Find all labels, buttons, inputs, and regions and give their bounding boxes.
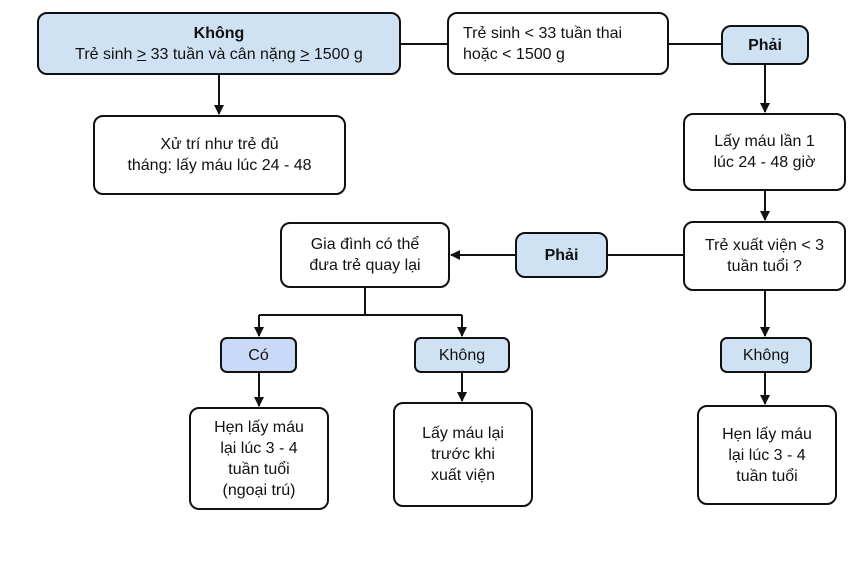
node-yes-top: Phải xyxy=(721,25,809,65)
node-text: Xử trí như trẻ đủ xyxy=(160,136,279,153)
node-text: hoặc < 1500 g xyxy=(463,45,565,63)
node-resample: Lấy máu lại trước khi xuất viện xyxy=(393,402,533,507)
node-text: (ngoại trú) xyxy=(222,481,296,499)
node-text: lại lúc 3 - 4 xyxy=(220,439,298,457)
node-yes-mid: Phải xyxy=(515,232,608,278)
node-appointment-left: Hẹn lấy máu lại lúc 3 - 4 tuần tuổi (ngo… xyxy=(189,407,329,510)
node-text: tuần tuổi xyxy=(228,460,290,478)
node-family-question: Gia đình có thể đưa trẻ quay lại xyxy=(280,222,450,288)
node-no-term: Không Trẻ sinh > 33 tuần và cân nặng > 1… xyxy=(37,12,401,75)
node-text: tuần tuổi ? xyxy=(727,258,802,275)
node-no-right: Không xyxy=(720,337,812,373)
node-text: Trẻ sinh > 33 tuần và cân nặng > 1500 g xyxy=(75,45,363,63)
node-text: đưa trẻ quay lại xyxy=(309,257,421,274)
node-text: trước khi xyxy=(431,446,495,463)
node-yes-left: Có xyxy=(220,337,297,373)
node-text: Lấy máu lại xyxy=(422,425,504,442)
node-title: Không xyxy=(193,24,245,42)
node-discharge-question: Trẻ xuất viện < 3 tuần tuổi ? xyxy=(683,221,846,291)
node-preterm: Trẻ sinh < 33 tuần thai hoặc < 1500 g xyxy=(447,12,669,75)
node-text: lại lúc 3 - 4 xyxy=(728,446,806,464)
node-first-sample: Lấy máu lần 1 lúc 24 - 48 giờ xyxy=(683,113,846,191)
node-text: tháng: lấy máu lúc 24 - 48 xyxy=(127,157,312,174)
node-text: Hẹn lấy máu xyxy=(214,418,304,436)
node-text: Gia đình có thể xyxy=(310,236,420,253)
node-text: Hẹn lấy máu xyxy=(722,425,812,443)
node-text: tuần tuổi xyxy=(736,467,798,485)
node-text: Lấy máu lần 1 xyxy=(714,133,815,150)
node-no-mid: Không xyxy=(414,337,510,373)
node-text: Trẻ sinh < 33 tuần thai xyxy=(463,24,623,42)
node-text: lúc 24 - 48 giờ xyxy=(713,154,816,171)
node-term-management: Xử trí như trẻ đủ tháng: lấy máu lúc 24 … xyxy=(93,115,346,195)
node-appointment-right: Hẹn lấy máu lại lúc 3 - 4 tuần tuổi xyxy=(697,405,837,505)
node-text: xuất viện xyxy=(430,467,496,484)
node-text: Trẻ xuất viện < 3 xyxy=(704,237,825,254)
